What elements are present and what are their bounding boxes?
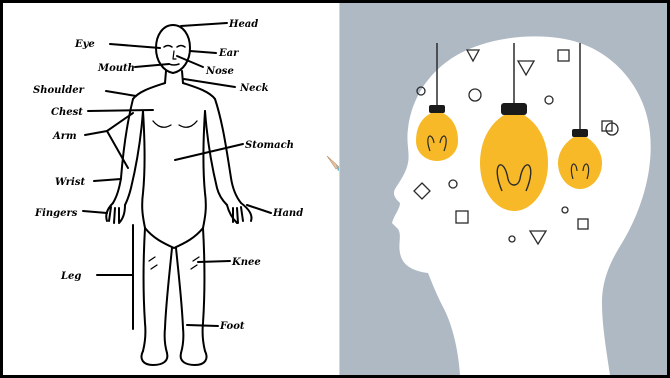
label-leg: Leg: [60, 271, 81, 282]
label-stomach: Stomach: [245, 140, 294, 151]
body-diagram-panel: Head Eye Ear Mouth Nose Neck Shoulder Ch…: [3, 3, 340, 375]
label-chest: Chest: [51, 107, 83, 118]
label-mouth: Mouth: [97, 63, 135, 74]
label-foot: Foot: [219, 321, 245, 332]
ideas-illustration: [340, 3, 667, 375]
body-diagram: Head Eye Ear Mouth Nose Neck Shoulder Ch…: [3, 3, 340, 375]
label-hand: Hand: [272, 208, 303, 219]
label-knee: Knee: [231, 257, 261, 268]
label-arm: Arm: [52, 131, 77, 142]
label-wrist: Wrist: [55, 177, 85, 188]
panel-divider: [339, 3, 340, 375]
label-shoulder: Shoulder: [33, 85, 85, 96]
label-ear: Ear: [218, 48, 239, 59]
ideas-illustration-panel: [340, 3, 667, 375]
label-eye: Eye: [74, 39, 95, 50]
label-neck: Neck: [239, 83, 269, 94]
label-nose: Nose: [205, 66, 234, 77]
label-head: Head: [228, 19, 258, 30]
label-fingers: Fingers: [34, 208, 78, 219]
